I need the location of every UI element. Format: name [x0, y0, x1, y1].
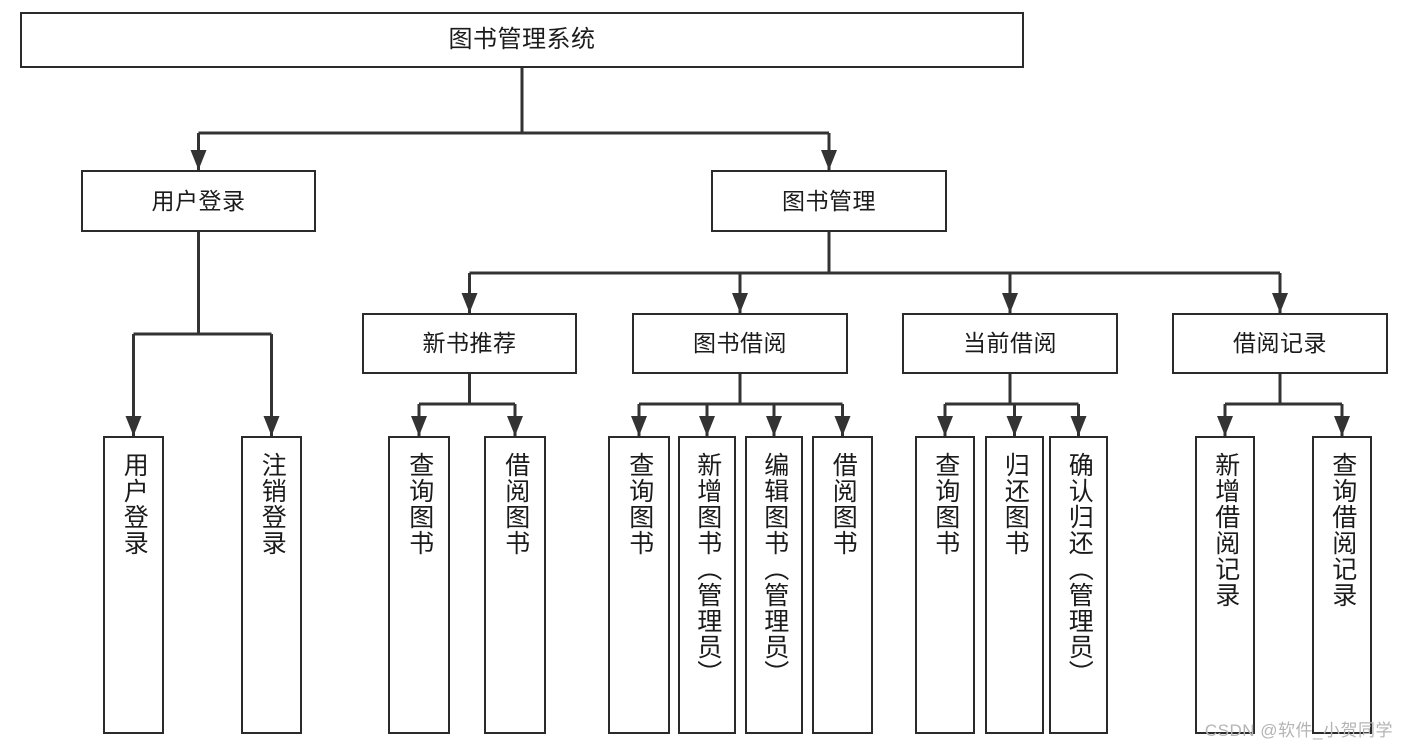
node-label: 确认归还（管理员） [1065, 452, 1094, 686]
node-leaf_cb_query[interactable]: 查询图书 [915, 436, 975, 734]
arrowhead-icon [190, 150, 207, 170]
node-label: 借阅记录 [1233, 330, 1327, 357]
watermark-text: CSDN @软件_小贺同学 [1204, 721, 1393, 740]
node-label: 查询借阅记录 [1328, 452, 1357, 608]
arrowhead-icon [732, 293, 748, 313]
node-leaf_rec_borrow[interactable]: 借阅图书 [484, 436, 546, 734]
node-label: 注销登录 [258, 452, 287, 556]
node-root[interactable]: 图书管理系统 [20, 12, 1024, 68]
node-leaf_br_add[interactable]: 新增借阅记录 [1195, 436, 1255, 734]
node-leaf_user_login[interactable]: 用户登录 [103, 436, 164, 734]
arrowhead-icon [1272, 293, 1288, 313]
node-label: 归还图书 [1001, 452, 1030, 556]
node-book_manage[interactable]: 图书管理 [711, 170, 947, 232]
node-leaf_cb_confirm[interactable]: 确认归还（管理员） [1049, 436, 1108, 734]
node-leaf_user_logout[interactable]: 注销登录 [241, 436, 302, 734]
node-borrow_record[interactable]: 借阅记录 [1172, 313, 1388, 374]
node-label: 新增借阅记录 [1211, 452, 1240, 608]
node-label: 当前借阅 [963, 330, 1057, 357]
arrowhead-icon [1334, 416, 1350, 436]
node-label: 图书借阅 [693, 330, 787, 357]
arrowhead-icon [1217, 416, 1233, 436]
node-leaf_br_query[interactable]: 查询借阅记录 [1312, 436, 1372, 734]
node-label: 查询图书 [625, 452, 654, 556]
node-label: 图书管理 [782, 187, 876, 214]
arrowhead-icon [507, 416, 523, 436]
node-current_borrow[interactable]: 当前借阅 [902, 313, 1118, 374]
arrowhead-icon [766, 416, 782, 436]
node-new_book_rec[interactable]: 新书推荐 [362, 313, 577, 374]
node-leaf_bb_query[interactable]: 查询图书 [608, 436, 670, 734]
arrowhead-icon [631, 416, 647, 436]
arrowhead-icon [461, 293, 478, 313]
arrowhead-icon [411, 416, 427, 436]
arrowhead-icon [821, 150, 837, 170]
node-label: 新书推荐 [422, 330, 517, 357]
node-label: 编辑图书（管理员） [760, 452, 789, 686]
node-label: 新增图书（管理员） [693, 452, 722, 686]
node-leaf_bb_add[interactable]: 新增图书（管理员） [678, 436, 736, 734]
arrowhead-icon [1002, 293, 1018, 313]
node-label: 借阅图书 [501, 452, 530, 556]
node-leaf_cb_return[interactable]: 归还图书 [985, 436, 1044, 734]
node-leaf_rec_query[interactable]: 查询图书 [388, 436, 450, 734]
arrowhead-icon [1070, 416, 1087, 436]
node-label: 用户登录 [120, 452, 149, 556]
node-book_borrow[interactable]: 图书借阅 [632, 313, 848, 374]
node-label: 查询图书 [931, 452, 960, 556]
node-user_login[interactable]: 用户登录 [81, 170, 316, 232]
node-leaf_bb_edit[interactable]: 编辑图书（管理员） [745, 436, 803, 734]
node-label: 用户登录 [151, 187, 246, 214]
arrowhead-icon [699, 416, 715, 436]
arrowhead-icon [263, 416, 280, 436]
node-leaf_bb_borrow[interactable]: 借阅图书 [812, 436, 873, 734]
node-label: 查询图书 [405, 452, 434, 556]
node-label: 图书管理系统 [448, 26, 596, 54]
arrowhead-icon [834, 416, 851, 436]
arrowhead-icon [937, 416, 953, 436]
arrowhead-icon [1006, 416, 1023, 436]
node-label: 借阅图书 [829, 452, 858, 556]
arrowhead-icon [125, 416, 142, 436]
